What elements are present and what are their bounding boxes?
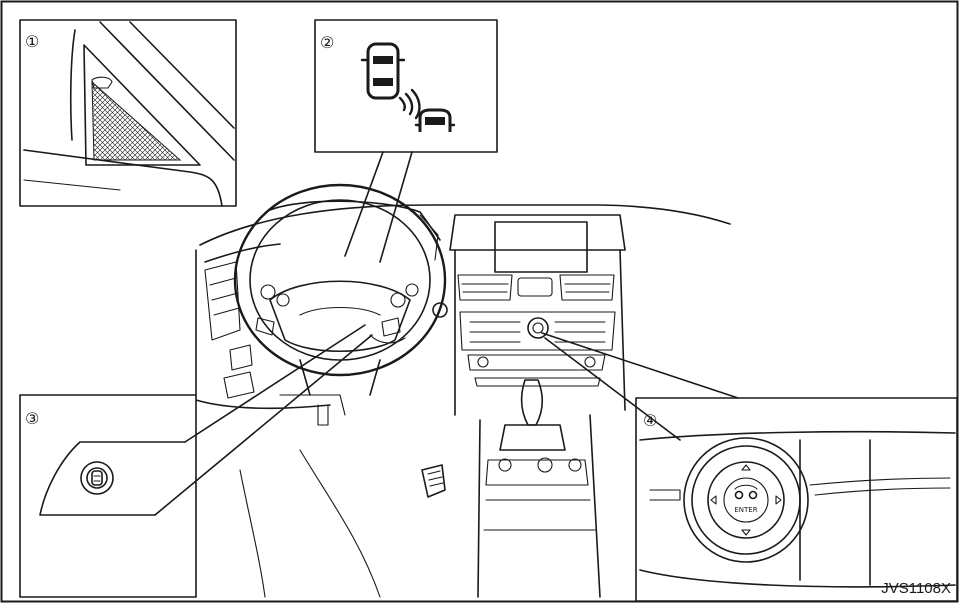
inset-2-indicator <box>314 19 498 153</box>
callout-2: ② <box>320 33 334 52</box>
figure-code: JVS1108X <box>881 580 951 597</box>
dashboard-illustration <box>195 183 731 598</box>
callout-4: ④ <box>643 411 657 430</box>
leader-lines <box>154 151 739 516</box>
callout-1: ① <box>25 32 39 51</box>
callout-3: ③ <box>25 409 39 428</box>
inset-3-switch <box>19 394 197 598</box>
inset-1-speaker <box>19 19 237 207</box>
signal-waves-icon <box>398 88 421 120</box>
vehicle-rear-icon <box>414 108 456 132</box>
vehicle-top-icon <box>360 42 406 100</box>
inset-4-controller: ENTER <box>635 397 958 602</box>
enter-label: ENTER <box>734 506 757 514</box>
